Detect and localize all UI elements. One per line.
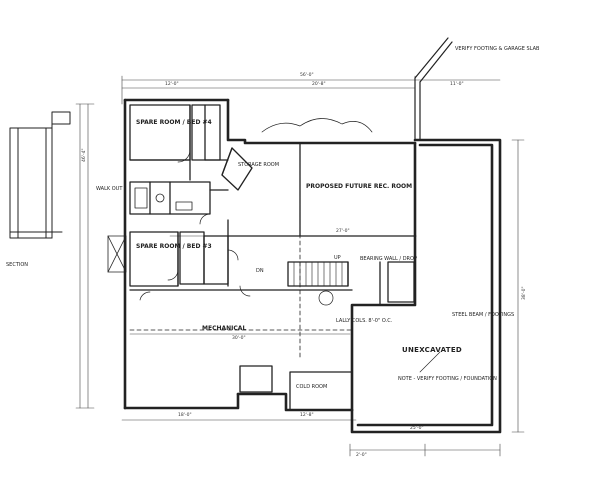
fixtures — [107, 187, 193, 273]
note-steel-beam: STEEL BEAM / FOOTINGS — [452, 312, 515, 318]
note-footing: NOTE - VERIFY FOOTING / FOUNDATION — [398, 376, 497, 382]
dim-mech-width: 30'-0" — [232, 336, 246, 341]
label-spare-room-4: SPARE ROOM / BED #4 — [136, 119, 212, 126]
note-walkout: WALK OUT — [96, 186, 123, 192]
stair-treads — [293, 261, 343, 287]
dim-bottom-c: 25'-0" — [410, 426, 424, 431]
label-section: SECTION — [6, 262, 29, 268]
interior-walls — [129, 104, 416, 411]
dim-right-overall: 38'-0" — [522, 286, 527, 300]
note-verify-footing: VERIFY FOOTING & GARAGE SLAB — [455, 46, 540, 52]
dim-top-mid: 20'-8" — [312, 82, 326, 87]
label-mechanical: MECHANICAL — [202, 325, 247, 332]
dim-rec-width: 27'-0" — [336, 229, 350, 234]
dim-bottom-b: 12'-8" — [300, 413, 314, 418]
steel-beam-line — [129, 149, 353, 361]
label-spare-room-3: SPARE ROOM / BED #3 — [136, 243, 212, 250]
section-detail — [9, 111, 71, 239]
note-bearing-wall: BEARING WALL / DROP — [360, 256, 417, 262]
dim-top-right: 11'-0" — [450, 82, 464, 87]
dim-overall-top: 56'-0" — [300, 73, 314, 78]
note-lally-cols: LALLY COLS. 8'-0" O.C. — [336, 318, 393, 324]
door-swings — [139, 149, 334, 306]
label-unexcavated: UNEXCAVATED — [402, 346, 463, 354]
label-storage-room: STORAGE ROOM — [238, 162, 280, 168]
dim-bottom-a: 18'-0" — [178, 413, 192, 418]
dim-top-left: 12'-0" — [165, 82, 179, 87]
dim-bottom-d: 2'-0" — [356, 453, 367, 458]
label-rec-room: PROPOSED FUTURE REC. ROOM — [306, 183, 413, 190]
garage-diagonal — [414, 37, 453, 141]
note-dn: DN — [256, 268, 264, 274]
dim-left-overall: 46'-4" — [82, 148, 87, 162]
note-up: UP — [334, 255, 341, 261]
label-cold-room: COLD ROOM — [296, 384, 328, 390]
exterior-walls — [123, 98, 502, 434]
annotation-cloud — [261, 118, 373, 133]
